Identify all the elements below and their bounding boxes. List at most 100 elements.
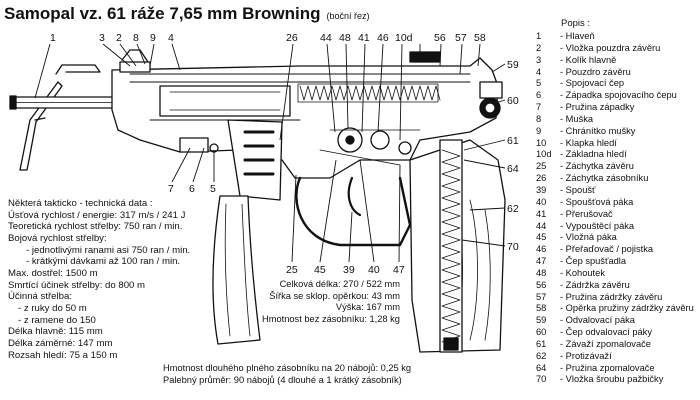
legend-item-text: - Přeřaďovač / pojistka [560,244,654,255]
legend-item-number: 60 [536,327,547,338]
spec-max-range: Max. dostřel: 1500 m [8,267,98,279]
dimensions-block: Celková délka: 270 / 522 mm Šířka se skl… [262,279,400,325]
callout-59: 59 [507,59,519,71]
callout-9: 9 [150,32,156,44]
legend-item: 45 - Vložná páka [536,232,700,244]
spec-theoretical-rate: Teoretická rychlost střelby: 750 ran / m… [8,221,183,233]
legend-item-number: 10 [536,137,547,148]
legend-item-number: 62 [536,350,547,361]
diagram-title: Samopal vz. 61 ráže 7,65 mm Browning(boč… [4,4,370,24]
spec-rate-energy: Úsťová rychlost / energie: 317 m/s / 241… [8,209,186,221]
bolt [159,85,291,117]
legend-item-text: - Záchytka závěru [560,161,634,172]
title-subtitle: (boční řez) [326,11,370,21]
callout-4: 4 [168,32,174,44]
weight-ammo-load: Palebný průměr: 90 nábojů (4 dlouhé a 1 … [163,374,402,385]
callout-48: 48 [339,32,351,44]
dim-weight: Hmotnost bez zásobníku: 1,28 kg [262,313,400,324]
legend-item-number: 58 [536,303,547,314]
callout-57: 57 [455,32,467,44]
legend-item-text: - Zádržka závěru [560,279,630,290]
legend-item-text: - Hlaveň [560,31,595,41]
legend-item: 4- Pouzdro závěru [536,67,700,79]
dim-total-length: Celková délka: 270 / 522 mm [279,279,400,289]
magazine [212,195,261,345]
legend-item-text: - Závaží zpomalovače [560,338,651,349]
legend-item: 58 - Opěrka pružiny zádržky závěru [536,303,700,315]
spec-effective-heading: Účinná střelba: [8,291,72,303]
legend-item-text: - Kolík hlavně [560,54,617,65]
legend-item-number: 45 [536,232,547,243]
legend-item-text: - Záchytka zásobníku [560,173,649,184]
legend-item: 5 - Spojovací čep [536,78,700,90]
callout-56: 56 [434,32,446,44]
dim-width: Šířka se sklop. opěrkou: 43 mm [269,290,400,301]
legend-item-number: 5 [536,78,542,89]
spec-barrel-length: Délka hlavně: 115 mm [8,326,103,338]
weight-long-mag: Hmotnost dlouhého plného zásobníku na 20… [163,363,412,373]
rate-reducer [439,139,463,353]
callout-2: 2 [116,32,122,44]
legend-item: 60 - Čep odvalovací páky [536,327,700,339]
legend-item-number: 40 [536,196,547,207]
legend-item-number: 59 [536,315,547,326]
legend-item-number: 1 [536,31,542,41]
rear-mechanism [479,81,503,119]
callout-45: 45 [314,264,326,276]
legend-item: 39- Spoušť [536,185,700,197]
spec-sight-length: Délka záměrné: 147 mm [8,337,113,349]
legend-item-text: - Pružina zádržky závěru [560,291,663,302]
legend-item-text: - Opěrka pružiny zádržky závěru [560,303,694,314]
legend-item-text: - Základna hledí [560,149,627,160]
legend-item-number: 47 [536,256,547,267]
legend-item-text: - Muška [560,113,594,124]
legend-item-number: 6 [536,90,542,101]
legend-item-number: 39 [536,184,547,195]
callout-1: 1 [50,32,56,44]
legend-item-text: - Přerušovač [560,208,613,219]
legend-item-number: 10d [536,149,552,160]
callout-6: 6 [189,183,195,195]
legend-item-number: 70 [536,374,547,385]
legend-item-text: - Spojovací čep [560,78,625,89]
legend-item: 70 - Vložka šroubu pažbičky [536,374,700,386]
legend-item: 26- Záchytka zásobníku [536,173,700,185]
trigger-guard [295,176,412,247]
callout-47: 47 [393,264,405,276]
legend-item-text: - Protizávaží [560,350,612,361]
legend-item: 62 - Protizávaží [536,351,700,363]
legend-item: 47 - Čep spušťadla [536,256,700,268]
legend-item: 2- Vložka pouzdra závěru [536,43,700,55]
callout-10d: 10d [395,32,413,44]
legend-item-text: - Čep spušťadla [560,256,627,267]
callout-64: 64 [507,163,519,175]
legend-item-text: - Vložka pouzdra závěru [560,42,661,53]
legend-item: 25- Záchytka závěru [536,161,700,173]
legend-item: 1 - Hlaveň [536,31,700,43]
callout-7: 7 [168,183,174,195]
callout-60: 60 [507,95,519,107]
legend-item-number: 7 [536,102,542,113]
specs-heading: Některá takticko - technická data : [8,198,153,209]
recoil-spring [297,83,441,103]
legend-item: 46 - Přeřaďovač / pojistka [536,244,700,256]
callout-58: 58 [474,32,486,44]
legend-item-number: 3 [536,54,542,65]
callout-26: 26 [286,32,298,44]
legend-item-number: 46 [536,244,547,255]
legend-item-number: 44 [536,220,547,231]
legend-item: 64- Pružina zpomalovače [536,363,700,375]
legend-item-text: - Čep odvalovací páky [560,327,652,338]
callout-39: 39 [343,264,355,276]
callout-8: 8 [133,32,139,44]
legend-item-text: - Vložná páka [560,232,617,243]
legend-item-text: - Pružina západky [560,102,635,113]
spec-short-bursts: - krátkými dávkami až 100 ran / min. [26,256,181,268]
legend-item-text: - Vložka šroubu pažbičky [560,374,664,385]
barrel [9,95,115,110]
legend-item-text: - Odvalovací páka [560,315,635,326]
weights-block: Hmotnost dlouhého plného zásobníku na 20… [163,363,411,386]
legend-item-number: 64 [536,362,547,373]
